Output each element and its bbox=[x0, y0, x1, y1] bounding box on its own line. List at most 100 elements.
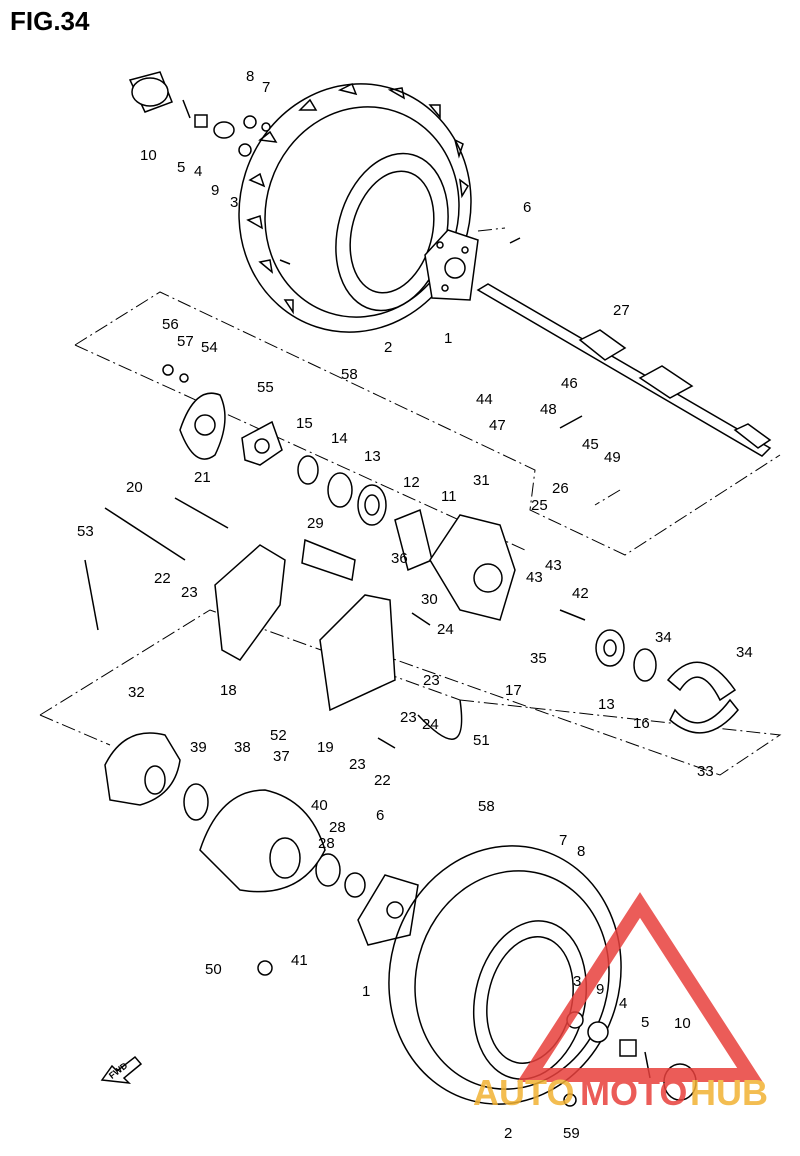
callout: 47 bbox=[489, 417, 506, 434]
hub-nut-assembly-top bbox=[128, 71, 271, 157]
callout: 35 bbox=[530, 650, 547, 667]
callout: 36 bbox=[391, 550, 408, 567]
callout: 55 bbox=[257, 379, 274, 396]
callout: 4 bbox=[194, 163, 202, 180]
callout: 28 bbox=[329, 819, 346, 836]
callout: 58 bbox=[478, 798, 495, 815]
watermark-part-2: MOTO bbox=[580, 1072, 687, 1113]
callout: 28 bbox=[318, 835, 335, 852]
sprocket-group bbox=[162, 364, 283, 466]
callout: 39 bbox=[190, 739, 207, 756]
fwd-arrow-icon: FWD bbox=[100, 1055, 143, 1084]
brake-drum-group bbox=[104, 732, 326, 893]
callout: 13 bbox=[364, 448, 381, 465]
callout: 34 bbox=[655, 629, 672, 646]
callout: 24 bbox=[437, 621, 454, 638]
callout: 6 bbox=[523, 199, 531, 216]
callout: 31 bbox=[473, 472, 490, 489]
callout: 51 bbox=[473, 732, 490, 749]
callout: 49 bbox=[604, 449, 621, 466]
callout: 30 bbox=[421, 591, 438, 608]
callout: 3 bbox=[230, 194, 238, 211]
callout: 52 bbox=[270, 727, 287, 744]
callout: 1 bbox=[444, 330, 452, 347]
callout: 7 bbox=[559, 832, 567, 849]
callout: 7 bbox=[262, 79, 270, 96]
upper-tire bbox=[238, 82, 472, 333]
callout: 32 bbox=[128, 684, 145, 701]
callout: 14 bbox=[331, 430, 348, 447]
callout: 11 bbox=[441, 488, 457, 505]
callout: 12 bbox=[403, 474, 420, 491]
callout: 20 bbox=[126, 479, 143, 496]
callout: 42 bbox=[572, 585, 589, 602]
callout: 5 bbox=[641, 1014, 649, 1031]
upper-wheel-hub bbox=[424, 229, 479, 301]
callout: 37 bbox=[273, 748, 290, 765]
callout: 48 bbox=[540, 401, 557, 418]
callout: 27 bbox=[613, 302, 630, 319]
callout: 50 bbox=[205, 961, 222, 978]
callout: 25 bbox=[531, 497, 548, 514]
callout: 44 bbox=[476, 391, 493, 408]
callout: 13 bbox=[598, 696, 615, 713]
bolts bbox=[84, 237, 586, 749]
callout: 54 bbox=[201, 339, 218, 356]
callout: 22 bbox=[374, 772, 391, 789]
callout: 9 bbox=[596, 981, 604, 998]
callout: 17 bbox=[505, 682, 522, 699]
callout: 6 bbox=[376, 807, 384, 824]
callout: 8 bbox=[246, 68, 254, 85]
callout: 15 bbox=[296, 415, 313, 432]
assembly-boundary-lines bbox=[39, 227, 782, 776]
callout: 41 bbox=[291, 952, 308, 969]
lower-wheel-hub bbox=[357, 874, 419, 946]
callout: 10 bbox=[674, 1015, 691, 1032]
callout: 16 bbox=[633, 715, 650, 732]
callout: 24 bbox=[422, 716, 439, 733]
callout: 56 bbox=[162, 316, 179, 333]
callout: 43 bbox=[545, 557, 562, 574]
figure-title: FIG.34 bbox=[10, 6, 90, 36]
brake-caliper-and-brackets bbox=[214, 514, 516, 740]
callout: 29 bbox=[307, 515, 324, 532]
callout: 38 bbox=[234, 739, 251, 756]
callout: 34 bbox=[736, 644, 753, 661]
bearings-and-seals bbox=[183, 455, 657, 898]
callout: 40 bbox=[311, 797, 328, 814]
callout-labels: 8 7 10 5 4 9 3 6 2 1 58 27 56 57 54 55 4… bbox=[77, 68, 753, 1142]
callout: 1 bbox=[362, 983, 370, 1000]
callout: 45 bbox=[582, 436, 599, 453]
callout: 33 bbox=[697, 763, 714, 780]
callout: 21 bbox=[194, 469, 211, 486]
automotohub-watermark: AUTO MOTO HUB bbox=[473, 892, 768, 1113]
callout: 5 bbox=[177, 159, 185, 176]
callout: 9 bbox=[211, 182, 219, 199]
callout: 23 bbox=[181, 584, 198, 601]
callout: 57 bbox=[177, 333, 194, 350]
watermark-part-3: HUB bbox=[690, 1072, 768, 1113]
callout: 18 bbox=[220, 682, 237, 699]
callout: 23 bbox=[423, 672, 440, 689]
callout: 58 bbox=[341, 366, 358, 383]
callout: 10 bbox=[140, 147, 157, 164]
callout: 8 bbox=[577, 843, 585, 860]
callout: 3 bbox=[573, 973, 581, 990]
callout: 22 bbox=[154, 570, 171, 587]
callout: 2 bbox=[384, 339, 392, 356]
callout: 23 bbox=[349, 756, 366, 773]
callout: 23 bbox=[400, 709, 417, 726]
callout: 2 bbox=[504, 1125, 512, 1142]
callout: 43 bbox=[526, 569, 543, 586]
callout: 59 bbox=[563, 1125, 580, 1142]
lower-tire bbox=[388, 845, 622, 1105]
callout: 46 bbox=[561, 375, 578, 392]
rear-axle-shaft bbox=[476, 283, 772, 457]
callout: 26 bbox=[552, 480, 569, 497]
brake-shoes bbox=[666, 661, 739, 734]
callout: 4 bbox=[619, 995, 627, 1012]
callout: 53 bbox=[77, 523, 94, 540]
callout: 19 bbox=[317, 739, 334, 756]
